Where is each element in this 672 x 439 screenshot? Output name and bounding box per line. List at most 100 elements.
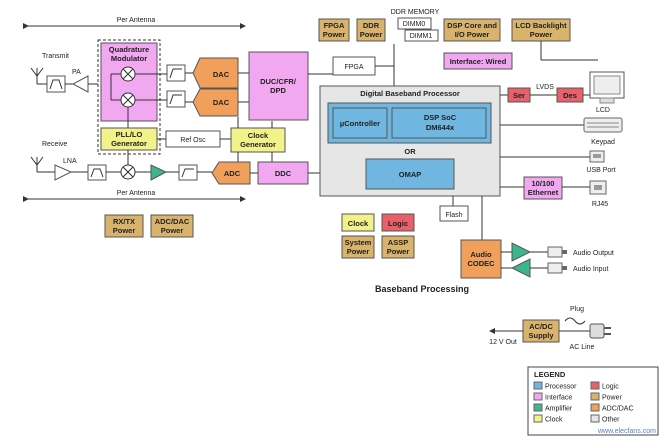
fpga-power-label-2: Power	[323, 30, 346, 39]
clock-generator	[230, 127, 286, 153]
dimm1-label: DIMM1	[410, 33, 433, 40]
flash	[439, 205, 469, 222]
system-power-label-2: Power	[347, 247, 370, 256]
fpga-power	[318, 18, 350, 42]
mu-controller-label: µController	[340, 119, 380, 128]
legend-swatch	[590, 392, 600, 401]
ddr-power-label-1: DDR	[363, 21, 380, 30]
dimm1	[404, 29, 439, 42]
adc-dac-power	[150, 214, 194, 238]
transmit-antenna-icon	[30, 67, 47, 85]
quad-mod-label-2: Modulator	[111, 54, 147, 63]
legend-title: LEGEND	[534, 370, 566, 379]
audio-output-amplifier	[511, 242, 532, 262]
mixer-icon	[120, 92, 136, 108]
filter-icon	[90, 168, 104, 178]
ac-line-label: AC Line	[570, 344, 595, 351]
dimm0-label: DIMM0	[403, 21, 426, 28]
lcd-monitor-icon	[589, 71, 625, 104]
rx-bandpass-filter	[87, 164, 107, 181]
legend-swatch	[590, 381, 600, 390]
duc-cfr-dpd	[248, 51, 309, 121]
logic-block	[381, 213, 415, 232]
adc	[211, 161, 251, 185]
fpga-label: FPGA	[344, 64, 363, 71]
12v-out-label: 12 V Out	[489, 339, 517, 346]
audio-codec-label-2: CODEC	[467, 259, 495, 268]
ethernet-label-1: 10/100	[532, 179, 555, 188]
clockgen-label-1: Clock	[248, 131, 269, 140]
legend-swatch	[533, 403, 543, 412]
ethernet-10-100	[523, 176, 563, 200]
assp-power	[381, 235, 415, 259]
dsp-soc-label-2: DM644x	[426, 123, 455, 132]
ser-label: Ser	[513, 91, 525, 100]
dac-1-label: DAC	[213, 70, 230, 79]
legend-label: ADC/DAC	[602, 406, 634, 413]
omap-label: OMAP	[399, 170, 422, 179]
assp-power-label-1: ASSP	[388, 238, 408, 247]
mixer-icon	[120, 66, 136, 82]
ethernet-label-2: Ethernet	[528, 188, 559, 197]
keypad-label: Keypad	[591, 139, 615, 146]
interface-wired	[443, 52, 513, 70]
lna-label: LNA	[63, 158, 77, 165]
acdc-label-2: Supply	[528, 331, 554, 340]
logic-label: Logic	[388, 219, 408, 228]
lna-amplifier	[54, 164, 73, 181]
rx-filter	[178, 164, 198, 181]
rj45-label: RJ45	[592, 201, 608, 208]
per-antenna-bottom: Per Antenna	[23, 190, 246, 202]
lvds-label: LVDS	[536, 84, 554, 91]
dsp-soc	[391, 107, 487, 139]
dac-2-label: DAC	[213, 98, 230, 107]
power-plug-icon	[589, 323, 611, 339]
tx-bandpass-filter	[46, 75, 66, 93]
per-antenna-bottom-label: Per Antenna	[117, 190, 156, 197]
dac-1	[192, 57, 239, 89]
quadrature-modulator	[100, 42, 158, 122]
duc-label-2: DPD	[270, 86, 286, 95]
tx-q-filter	[166, 90, 186, 108]
adcdac-power-label-1: ADC/DAC	[155, 217, 190, 226]
receive-label: Receive	[42, 141, 67, 148]
watermark: www.elecfans.com	[597, 428, 656, 435]
flash-label: Flash	[445, 212, 462, 219]
lcd-power-label-1: LCD Backlight	[515, 21, 567, 30]
ac-wave-icon	[564, 317, 586, 325]
pa-label: PA	[72, 69, 81, 76]
receive-antenna-icon	[30, 156, 44, 172]
clockgen-label-2: Generator	[240, 140, 276, 149]
audio-codec-label-1: Audio	[470, 250, 492, 259]
or-label: OR	[404, 147, 416, 156]
dsp-power-label-1: DSP Core and	[447, 21, 497, 30]
audio-jack-icon	[547, 246, 567, 258]
mu-controller	[332, 107, 388, 139]
legend-swatch	[533, 392, 543, 401]
filter-icon	[49, 79, 63, 90]
dsp-soc-label-1: DSP SoC	[424, 113, 457, 122]
duc-label-1: DUC/CFR/	[260, 77, 297, 86]
system-power	[341, 235, 375, 259]
rx-tx-power	[104, 214, 144, 238]
ddr-power-label-2: Power	[360, 30, 383, 39]
tx-i-filter	[166, 64, 186, 82]
adcdac-power-label-2: Power	[161, 226, 184, 235]
baseband-processing-title: Baseband Processing	[375, 284, 469, 294]
filter-icon	[169, 68, 182, 79]
pa-amplifier	[71, 75, 89, 93]
rxtx-power-label-2: Power	[113, 226, 136, 235]
dimm0	[397, 17, 432, 30]
transceiver-group	[97, 39, 161, 155]
filter-icon	[169, 94, 182, 105]
dsp-power-label-2: I/O Power	[455, 30, 490, 39]
per-antenna-top-label: Per Antenna	[117, 17, 156, 24]
interface-wired-label: Interface: Wired	[450, 57, 507, 66]
legend-swatch	[590, 403, 600, 412]
filter-icon	[181, 168, 194, 178]
rxtx-power-label-1: RX/TX	[113, 217, 135, 226]
legend-label: Amplifier	[545, 406, 573, 413]
pll-label-2: Generator	[111, 139, 147, 148]
legend-label: Interface	[545, 395, 572, 402]
